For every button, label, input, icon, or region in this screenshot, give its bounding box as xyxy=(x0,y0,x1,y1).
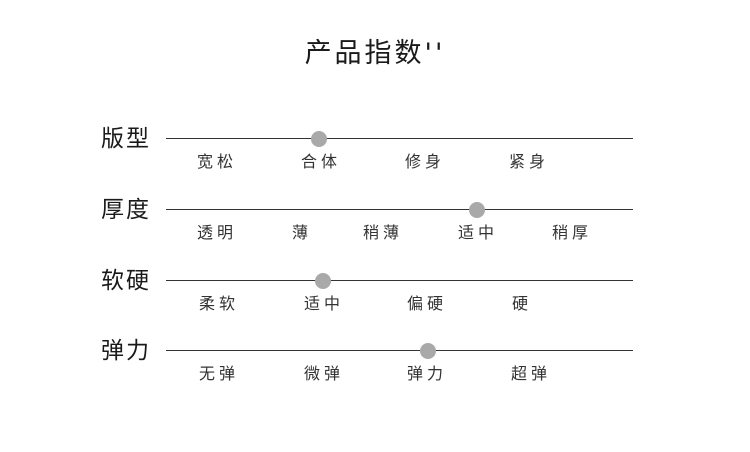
scale-track xyxy=(166,280,633,281)
scale-track xyxy=(166,138,633,139)
scale-marker xyxy=(315,273,331,289)
row-label: 软硬 xyxy=(101,268,151,294)
scale-marker xyxy=(469,202,485,218)
option-label: 透明 xyxy=(197,223,238,242)
option-label: 稍薄 xyxy=(363,223,404,242)
option-label: 偏硬 xyxy=(407,294,448,313)
page-title: 产品指数'' xyxy=(304,38,446,69)
row-label: 版型 xyxy=(101,126,151,152)
row-label: 厚度 xyxy=(101,197,151,223)
scale-marker xyxy=(420,343,436,359)
option-label: 适中 xyxy=(304,294,345,313)
index-row-fit: 版型 宽松 合体 修身 紧身 xyxy=(0,125,750,185)
row-label: 弹力 xyxy=(101,338,151,364)
scale-marker xyxy=(311,131,327,147)
scale-track xyxy=(166,350,633,351)
index-row-thickness: 厚度 透明 薄 稍薄 适中 稍厚 xyxy=(0,196,750,256)
option-label: 宽松 xyxy=(197,152,238,171)
option-label: 无弹 xyxy=(199,364,240,383)
option-label: 稍厚 xyxy=(552,223,593,242)
option-label: 合体 xyxy=(301,152,342,171)
option-label: 适中 xyxy=(458,223,499,242)
option-label: 微弹 xyxy=(304,364,345,383)
option-label: 超弹 xyxy=(511,364,552,383)
option-label: 薄 xyxy=(292,223,313,242)
option-label: 硬 xyxy=(512,294,533,313)
option-label: 柔软 xyxy=(199,294,240,313)
option-label: 弹力 xyxy=(407,364,448,383)
scale-track xyxy=(166,209,633,210)
option-label: 紧身 xyxy=(509,152,550,171)
index-row-elasticity: 弹力 无弹 微弹 弹力 超弹 xyxy=(0,337,750,397)
option-label: 修身 xyxy=(405,152,446,171)
index-row-softness: 软硬 柔软 适中 偏硬 硬 xyxy=(0,267,750,327)
